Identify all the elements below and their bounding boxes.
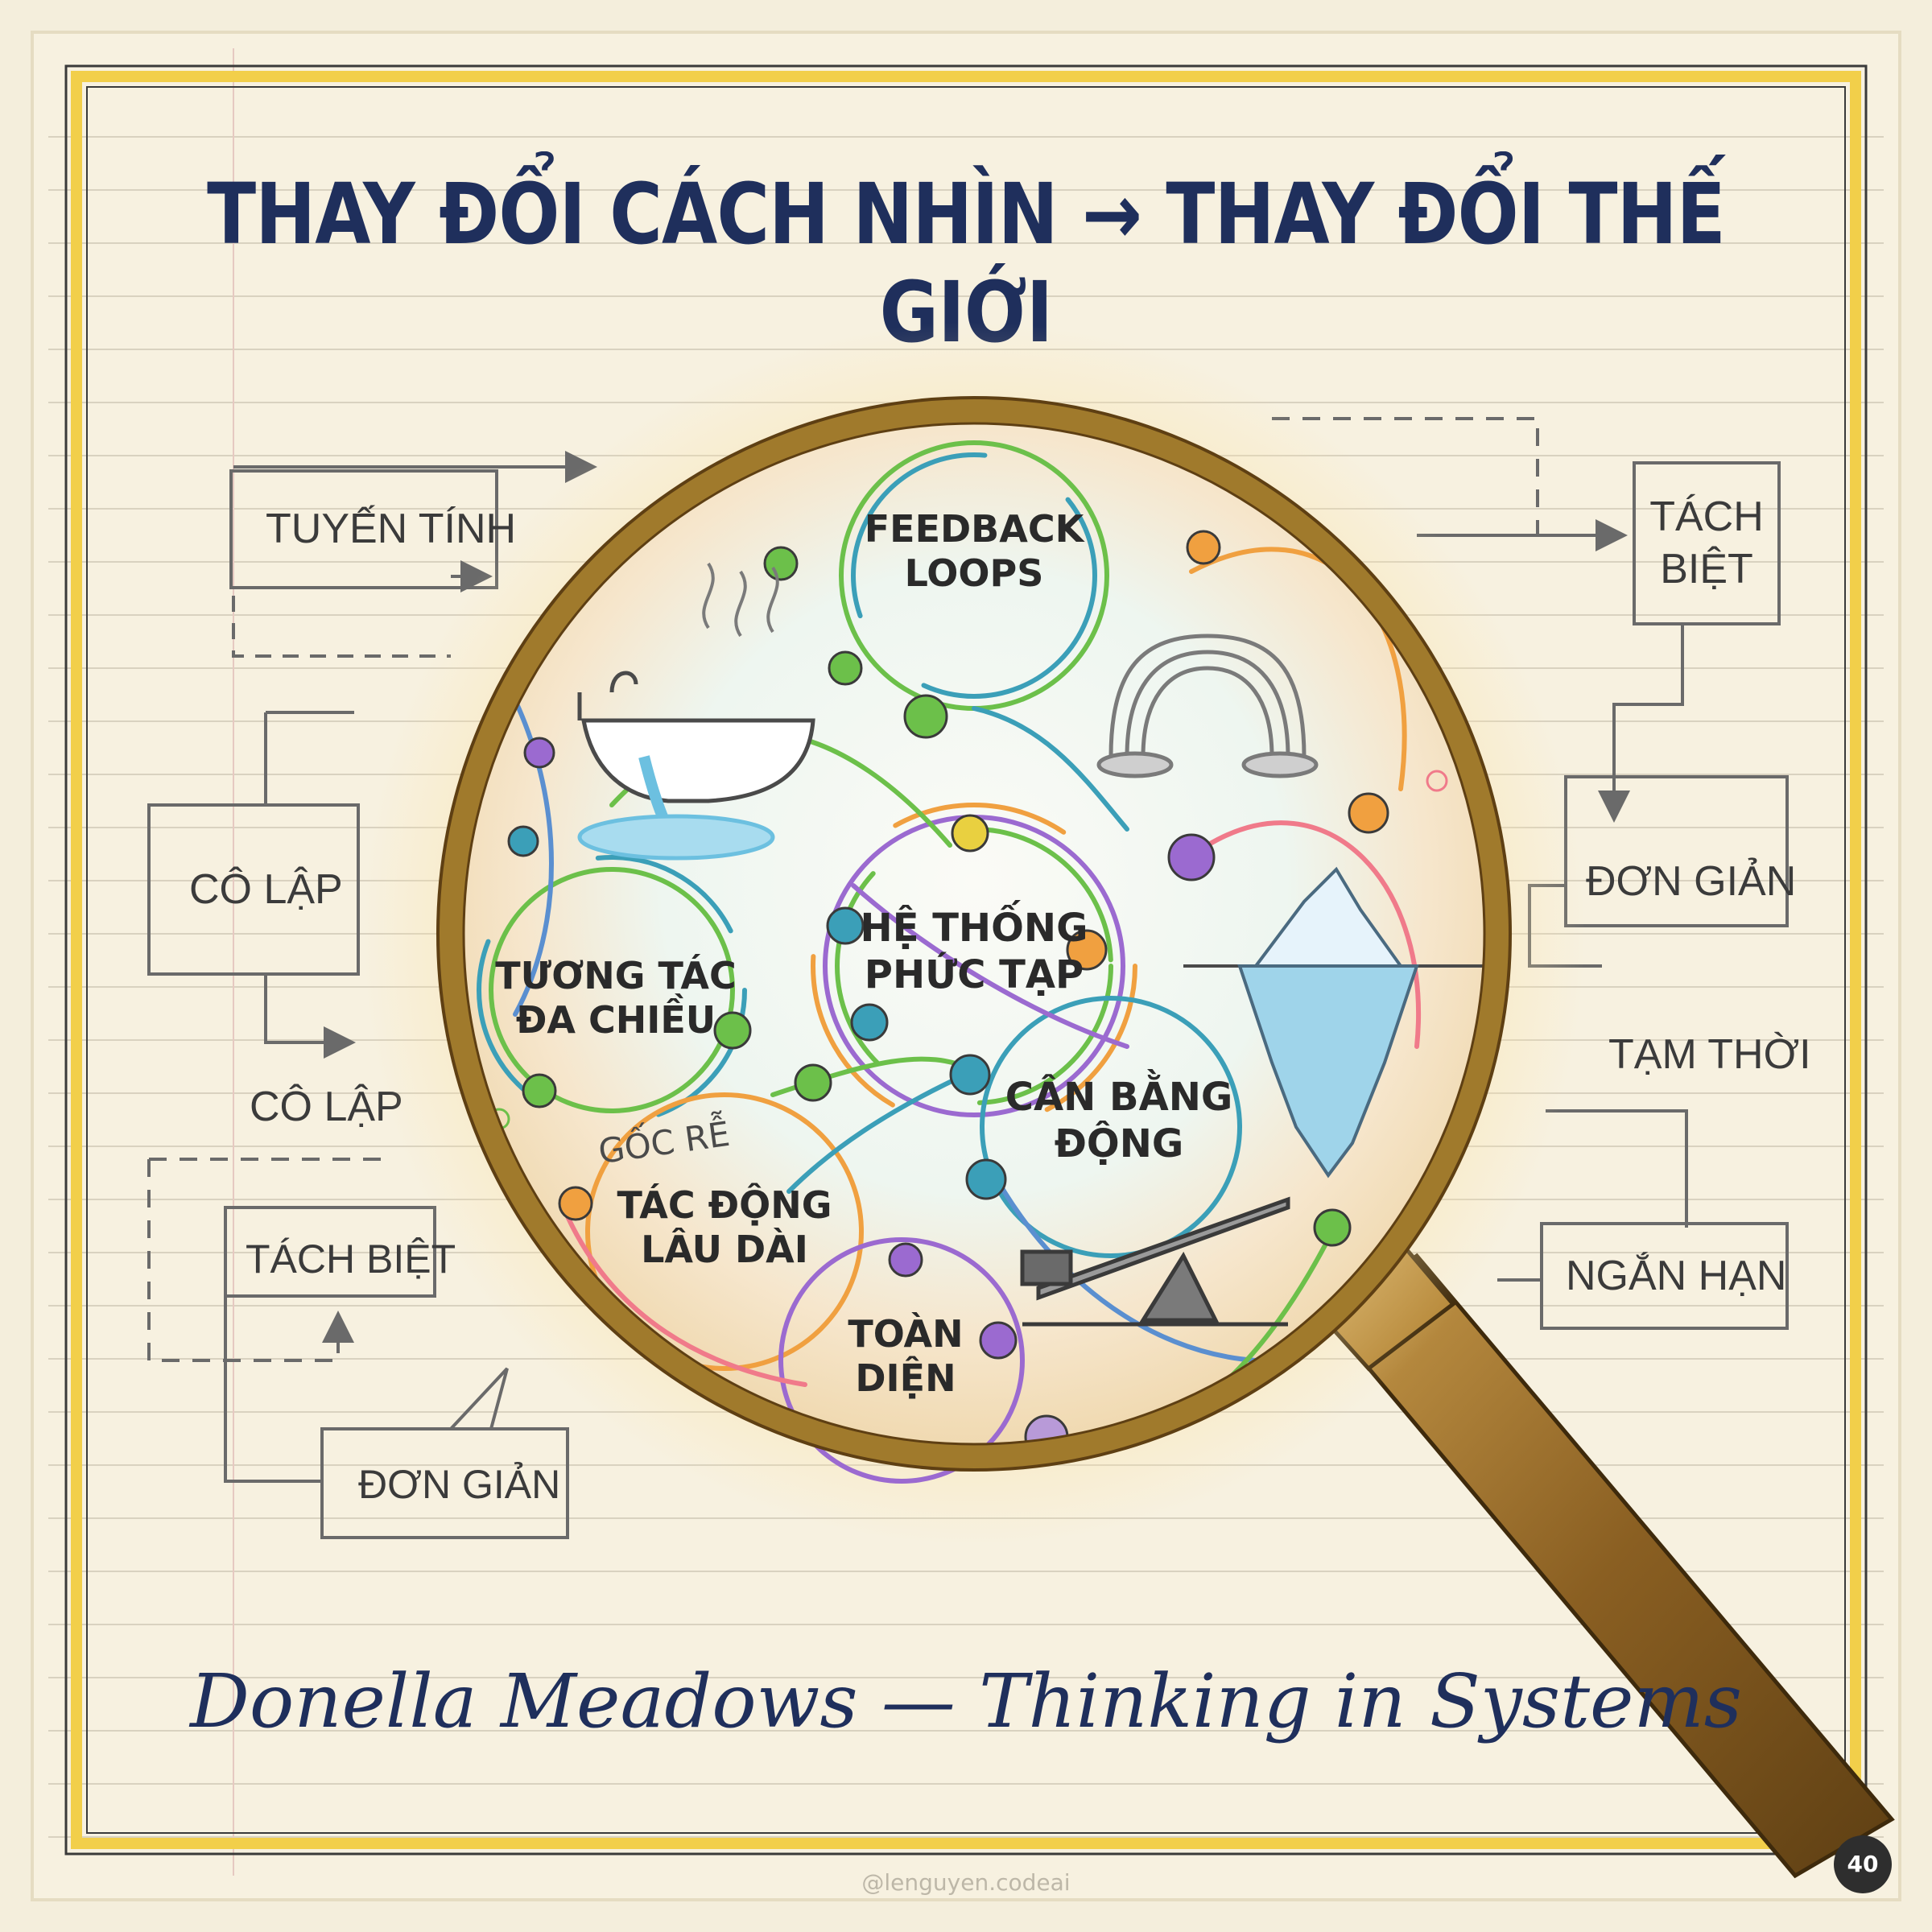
label-co-lap-2: CÔ LẬP [250, 1084, 403, 1130]
subtitle-attribution: Donella Meadows — Thinking in Systems [190, 1658, 1742, 1744]
page-number-badge: 40 [1834, 1835, 1892, 1893]
label-tam-thoi: TẠM THỜI [1608, 1031, 1811, 1078]
label-he-thong-phuc-tap: HỆ THỐNG PHỨC TẠP [860, 906, 1088, 997]
label-tuong-tac-da-chieu: TƯƠNG TÁC ĐA CHIỀU [495, 954, 737, 1042]
label-can-bang-dong: CÂN BẰNG ĐỘNG [1005, 1075, 1233, 1166]
label-feedback-loops: FEEDBACK LOOPS [864, 507, 1084, 596]
label-ngan-han: NGẮN HẠN [1566, 1253, 1787, 1299]
slinky-icon [1096, 634, 1319, 778]
label-don-gian-left: ĐƠN GIẢN [358, 1462, 561, 1507]
label-co-lap-1: CÔ LẬP [189, 866, 343, 913]
iceberg-icon [1183, 866, 1489, 1179]
page-title: THAY ĐỔI CÁCH NHÌN → THAY ĐỔI THẾ GIỚI [207, 165, 1726, 361]
seesaw-icon [1020, 1196, 1290, 1327]
label-tac-dong-lau-dai: TÁC ĐỘNG LÂU DÀI [617, 1183, 832, 1272]
label-don-gian-right: ĐƠN GIẢN [1586, 858, 1797, 905]
label-tuyen-tinh: TUYẾN TÍNH [266, 506, 517, 552]
label-toan-dien: TOÀN DIỆN [848, 1312, 964, 1401]
bathtub-icon [577, 562, 815, 861]
label-tach-biet-right: TÁCH BIỆT [1649, 493, 1764, 592]
label-tach-biet-left: TÁCH BIỆT [246, 1236, 456, 1282]
watermark-handle: @lenguyen.codeai [861, 1869, 1071, 1896]
